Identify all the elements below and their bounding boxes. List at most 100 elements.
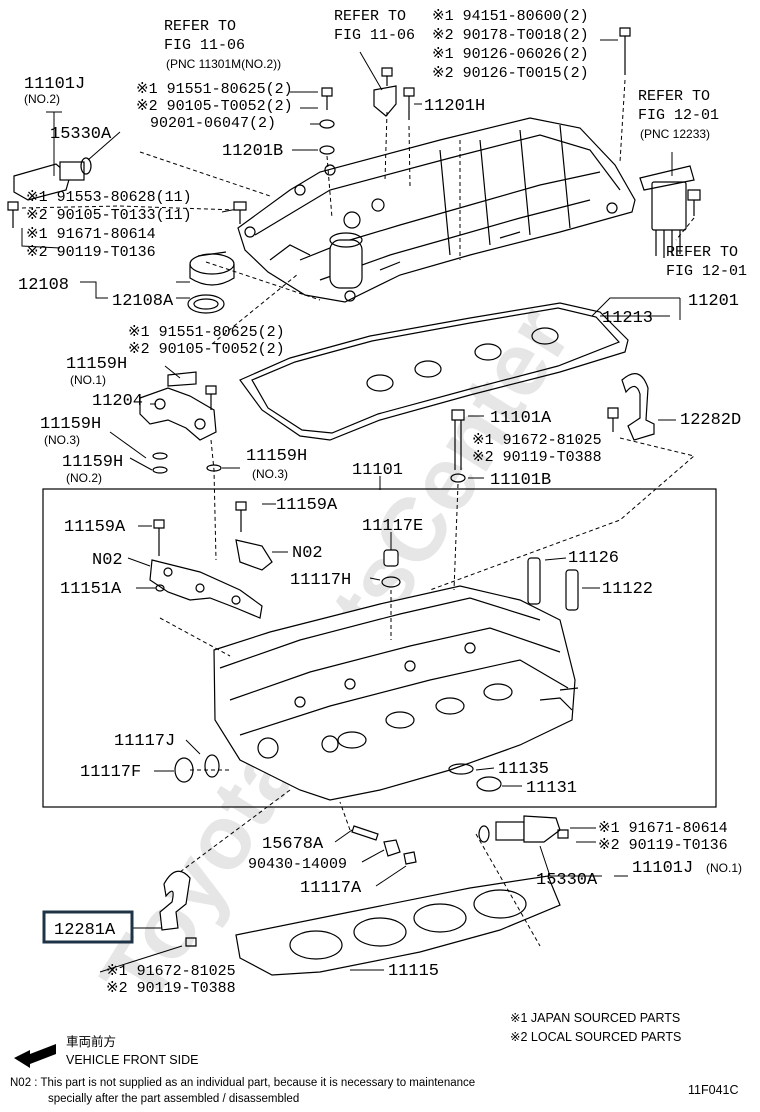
label-91671-bot: ※1 91671-80614 [598,820,728,837]
label-11101J-no2: 11101J [24,75,85,94]
label-12282D: 12282D [680,411,741,430]
label-11117F: 11117F [80,763,141,782]
label-N02-l: N02 [92,551,123,570]
label-no2-a: (NO.2) [24,92,60,106]
label-no3-a: (NO.3) [44,433,80,447]
label-11159H-no3b: 11159H [246,447,307,466]
label-91551-top: ※1 91551-80625(2) [136,81,293,98]
label-11101J-no1: 11101J [632,859,693,878]
head-bolt-11101A [450,409,466,483]
label-11159A-l: 11159A [64,518,126,537]
label-11131: 11131 [526,779,577,798]
coil-bracket [639,165,701,258]
label-90178: ※2 90178-T0018(2) [432,27,589,44]
label-11201: 11201 [688,292,739,311]
vvt-sensor-no1 [478,815,569,843]
stud-15678A [351,825,417,865]
label-90119-mid: ※2 90119-T0388 [472,449,602,466]
engine-hanger-12282D [607,373,655,441]
highlight-12281A[interactable] [42,910,134,944]
label-91672-bot: ※1 91672-81025 [106,963,236,980]
head-cover-gasket [239,302,629,441]
label-90105-top: ※2 90105-T0052(2) [136,98,293,115]
label-91671-top: ※1 91671-80614 [26,226,156,243]
legend-japan: ※1 JAPAN SOURCED PARTS [510,1011,680,1025]
ref-fig-12-01-a-line1: REFER TO [638,88,710,105]
ref-fig-12-01-b-line2: FIG 12-01 [666,263,747,280]
label-11159H-no3a: 11159H [40,415,101,434]
label-90126a: ※1 90126-06026(2) [432,46,589,63]
label-90119-top: ※2 90119-T0136 [26,244,156,261]
engine-hanger-12281A [159,870,197,947]
label-no1-a: (NO.1) [70,373,106,387]
label-11101A: 11101A [490,409,552,428]
ref-fig-12-01-a-pnc: (PNC 12233) [640,127,710,141]
bolt-vvt-top [7,201,19,228]
label-12281A[interactable]: 12281A [54,921,116,940]
label-11159H-no1: 11159H [66,355,127,374]
ref-fig-11-06-b-line2: FIG 11-06 [334,27,415,44]
label-no1-b: (NO.1) [706,861,742,875]
label-90430: 90430-14009 [248,856,347,873]
label-no2-b: (NO.2) [66,471,102,485]
vvt-sensor-no2 [13,157,92,201]
ref-fig-11-06-a-pnc: (PNC 11301M(NO.2)) [166,57,281,71]
label-11204: 11204 [92,392,143,411]
label-11159A-r: 11159A [276,496,338,515]
label-11117E: 11117E [362,517,423,536]
ref-fig-12-01-a-line2: FIG 12-01 [638,107,719,124]
label-91553: ※1 91553-80628(11) [26,189,192,206]
valve-guides [527,557,579,611]
label-90119-bot2: ※2 90119-T0388 [106,980,236,997]
plug-11117E [381,549,401,588]
bolts-top-cluster [319,27,631,155]
bolt-11 [233,201,247,224]
label-11101B: 11101B [490,471,551,490]
vehicle-front-arrow-icon [14,1044,56,1068]
cam-housing-11151A [149,501,273,619]
label-11117H: 11117H [290,571,351,590]
ref-fig-11-06-a-line2: FIG 11-06 [164,37,245,54]
label-15330A-bot: 15330A [536,871,598,890]
ref-fig-11-06-b-line1: REFER TO [334,8,406,25]
label-11117A: 11117A [300,879,362,898]
label-11126: 11126 [568,549,619,568]
label-11117J: 11117J [114,732,175,751]
oil-filler-cap [189,251,235,286]
ref-fig-12-01-b-line1: REFER TO [666,244,738,261]
direction-jp: 車両前方 [66,1034,116,1049]
label-11135: 11135 [498,760,549,779]
label-94151: ※1 94151-80600(2) [432,8,589,25]
label-11213: 11213 [602,309,653,328]
label-11101: 11101 [352,461,403,480]
label-no3-b: (NO.3) [252,467,288,481]
label-11151A: 11151A [60,580,122,599]
oil-filler-gasket [187,294,225,314]
legend-local: ※2 LOCAL SOURCED PARTS [510,1030,681,1044]
label-15678A: 15678A [262,835,324,854]
dashed-guides [21,79,696,947]
label-91672-mid: ※1 91672-81025 [472,432,602,449]
label-12108: 12108 [18,276,69,295]
direction-en: VEHICLE FRONT SIDE [66,1053,198,1067]
label-90119-bot: ※2 90119-T0136 [598,837,728,854]
label-90105-mid: ※2 90105-T0052(2) [128,341,285,358]
label-91551-mid: ※1 91551-80625(2) [128,324,285,341]
ref-fig-11-06-a-line1: REFER TO [164,18,236,35]
label-11159H-no2: 11159H [62,453,123,472]
label-90201: 90201-06047(2) [150,115,276,132]
label-11201H: 11201H [424,97,485,116]
label-N02-r: N02 [292,544,323,563]
label-11201B: 11201B [222,142,283,161]
label-90126b: ※2 90126-T0015(2) [432,65,589,82]
figure-id: 11F041C [688,1083,739,1097]
label-11115: 11115 [388,962,439,981]
label-12108A: 12108A [112,292,174,311]
gasket-11135-11131 [448,763,502,792]
footnote-line1: N02 : This part is not supplied as an in… [10,1077,475,1089]
head-gasket-11115 [235,875,561,976]
cylinder-head [213,585,579,801]
footnote-line2: specially after the part assembled / dis… [48,1093,299,1105]
leader-lines [21,39,681,973]
cam-cap-11204 [139,371,222,474]
